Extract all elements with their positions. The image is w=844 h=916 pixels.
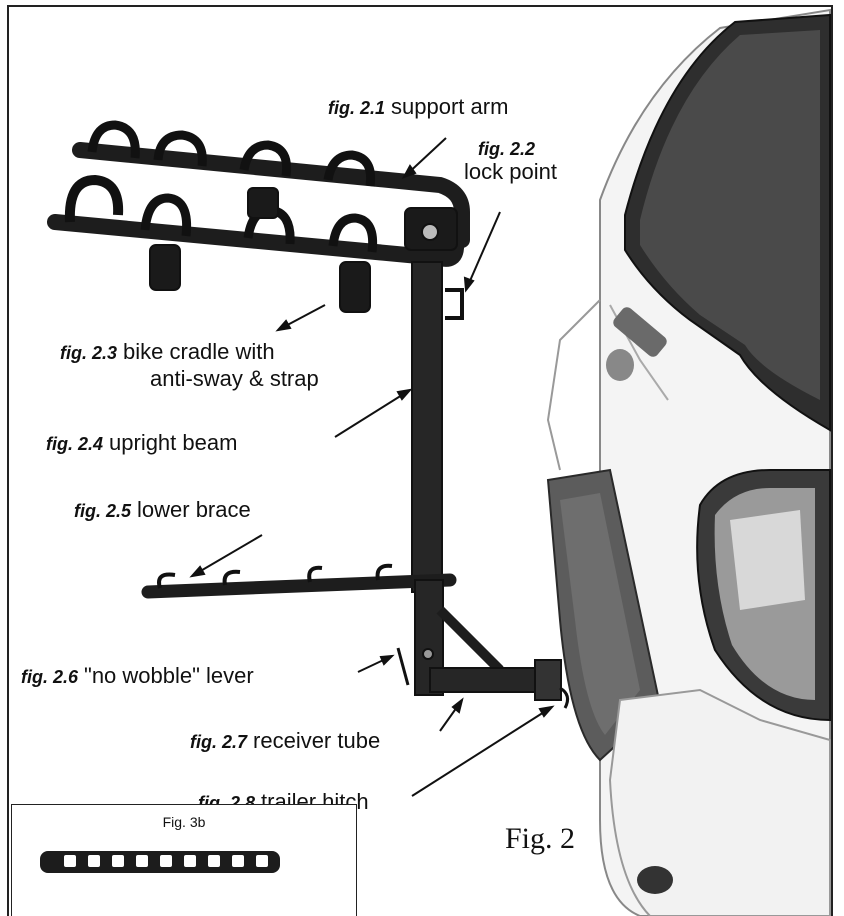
callout-no-wobble-lever: fig. 2.6"no wobble" lever [21, 664, 254, 689]
callout-label: lock point [464, 159, 557, 184]
callout-fig-number: fig. 2.4 [46, 434, 104, 454]
callout-fig-number: fig. 2.7 [190, 732, 248, 752]
vehicle-illustration [546, 8, 831, 916]
callout-fig-number: fig. 2.6 [21, 667, 79, 687]
callout-arrows [189, 137, 555, 797]
callout-lock-point: lock point [464, 160, 557, 184]
callout-fig-number: fig. 2.5 [74, 501, 132, 521]
figure-label: Fig. 2 [505, 822, 576, 855]
callout-label: bike cradle with [123, 339, 275, 364]
callout-label: support arm [391, 94, 509, 119]
figure-border [7, 5, 833, 916]
callout-label: "no wobble" lever [84, 663, 254, 688]
callout-fig-number: fig. 2.1 [328, 98, 386, 118]
strap-illustration [40, 851, 280, 873]
callout-bike-cradle-line2: anti-sway & strap [150, 367, 319, 391]
callout-label: receiver tube [253, 728, 381, 753]
callout-lock-point-fig: fig. 2.2 [478, 136, 541, 161]
callout-label: anti-sway & strap [150, 366, 319, 391]
cradle-group [64, 120, 378, 313]
callout-label: lower brace [137, 497, 251, 522]
callout-fig-number: fig. 2.2 [478, 139, 536, 159]
callout-fig-number: fig. 2.3 [60, 343, 118, 363]
inset-title: Fig. 3b [162, 814, 206, 830]
rack-illustration [47, 120, 570, 709]
callout-label: upright beam [109, 430, 238, 455]
inset-figure: Fig. 3b [11, 804, 357, 916]
